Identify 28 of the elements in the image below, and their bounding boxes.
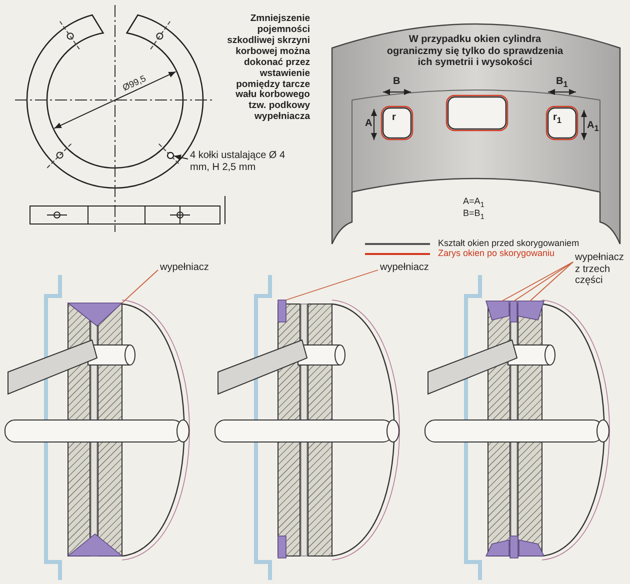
callout-label: wypełniacz (160, 262, 240, 274)
dimension-label: A$_{1}$ (587, 120, 599, 134)
dimension-label: A (365, 118, 372, 130)
callout-label: 4 kołki ustalające Ø 4 mm, H 2,5 mm (190, 150, 290, 173)
locating-pin (166, 152, 174, 160)
legend-text: Zarys okien po skorygowaniu (438, 248, 555, 258)
dimension-label: r (392, 112, 396, 124)
leader-line (514, 262, 574, 302)
note-text: Zmniejszenie pojemności szkodliwej skrzyni korbowej można dokonać przez wstawienie pomiędzy tarcze wału korbowego tzw. podkowy wypełniacza (226, 14, 310, 124)
legend-text: Kształt okien przed skorygowaniem (438, 238, 580, 248)
note-text: W przypadku okien cylindra ograniczmy się tylko do sprawdzenia ich symetrii i wysokości (386, 34, 564, 68)
leader-line (174, 154, 188, 160)
dimension-label: B (393, 76, 400, 88)
leader-line (286, 270, 378, 300)
leader-line (502, 262, 574, 302)
callout-label: wypełniacz (380, 262, 460, 274)
filler-insert (510, 300, 518, 322)
filler-insert (66, 302, 124, 327)
leader-line (122, 270, 158, 304)
formula-text: B=B$_{1}$ (463, 208, 484, 222)
dimension-label: B$_{1}$ (556, 76, 568, 90)
filler-insert (485, 300, 510, 320)
dimension-label: r$_{1}$ (553, 112, 562, 126)
callout-label: wypełniacz z trzech części (575, 252, 630, 286)
leader-line (530, 262, 574, 302)
filler-insert (518, 300, 545, 320)
filler-insert (278, 300, 286, 322)
formula-text: A=A$_{1}$ (463, 196, 484, 210)
